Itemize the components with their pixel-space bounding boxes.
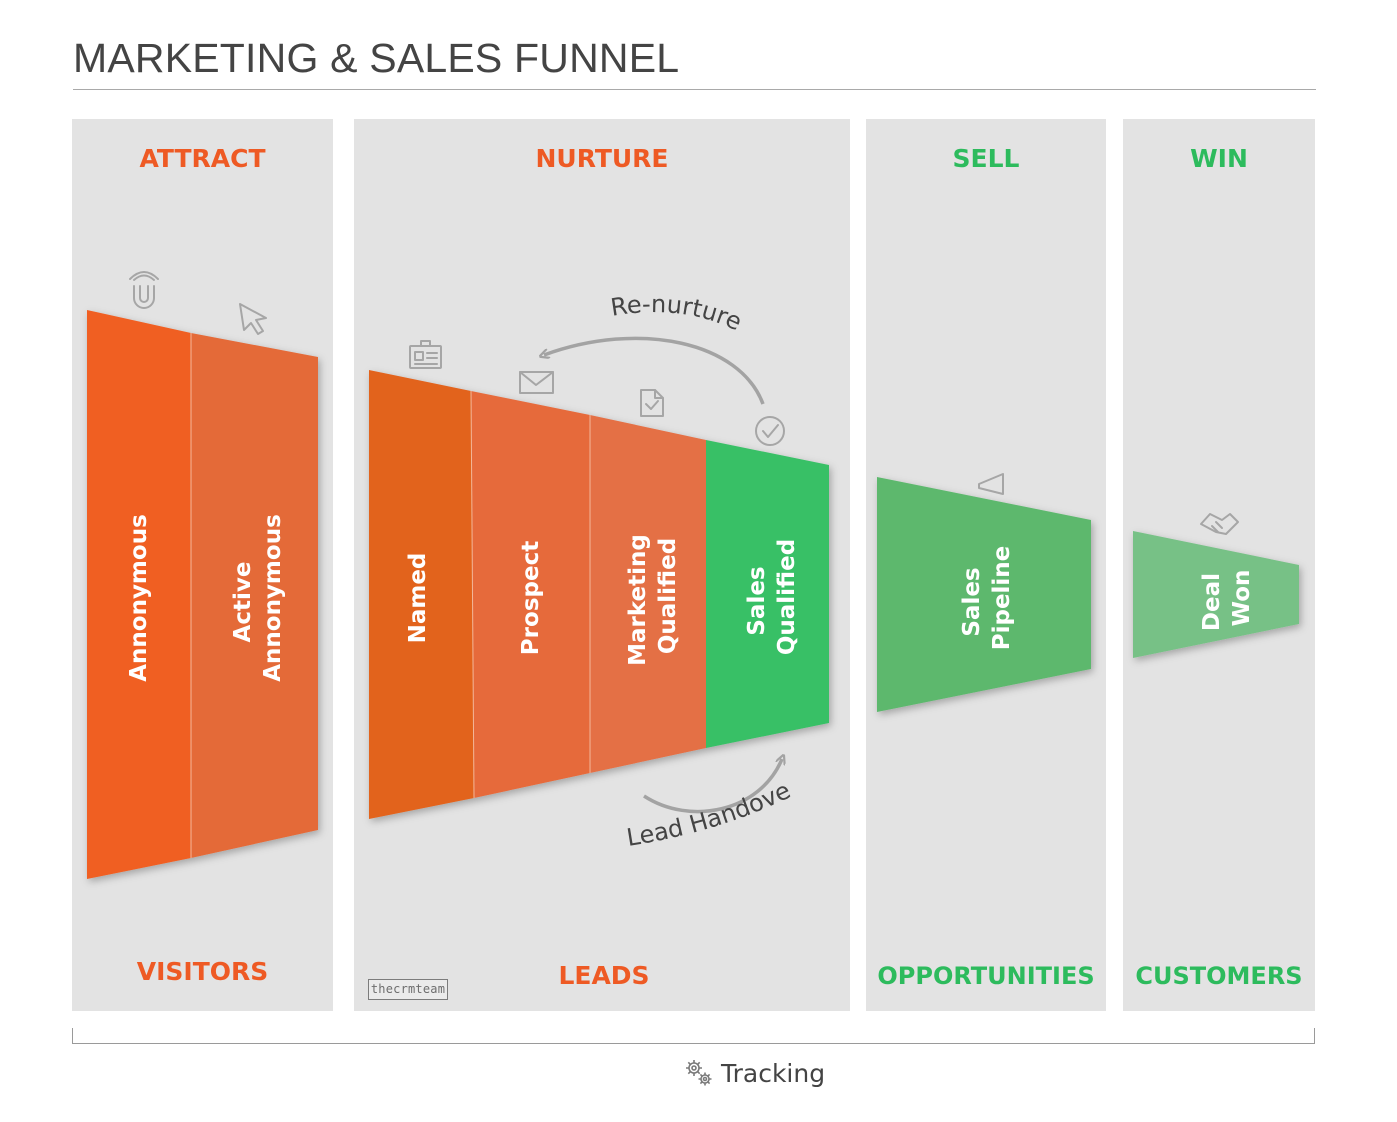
renurture-label: Re-nurture	[609, 290, 746, 336]
tracking-bracket	[72, 1028, 1315, 1044]
funnel-segment-prospect	[471, 391, 590, 798]
funnel-segment-active-annonymous	[191, 333, 318, 858]
thecrmteam-logo: thecrmteam	[368, 979, 448, 1000]
segment-label-marketing-qualified: Marketing Qualified	[625, 526, 681, 666]
segment-label-annonymous: Annonymous	[126, 514, 152, 682]
title-divider	[73, 89, 1316, 90]
page-title: MARKETING & SALES FUNNEL	[73, 35, 680, 81]
segment-label-prospect: Prospect	[518, 541, 544, 655]
stage-footer-opportunities: OPPORTUNITIES	[877, 962, 1095, 990]
stage-footer-leads: LEADS	[558, 961, 650, 990]
funnel-segment-sales-pipeline	[877, 477, 1091, 712]
segment-label-sales-qualified: Sales Qualified	[744, 539, 800, 655]
tracking-caption: Tracking	[683, 1056, 825, 1090]
segment-dividers	[190, 333, 591, 858]
cursor-icon	[239, 303, 267, 335]
megaphone-icon	[978, 473, 1004, 495]
segment-label-active-annonymous: Active Annonymous	[230, 514, 286, 682]
segment-label-deal-won: Deal Won	[1199, 565, 1255, 631]
handshake-icon	[1200, 513, 1239, 535]
stage-label-attract: ATTRACT	[139, 144, 266, 173]
stage-label-sell: SELL	[952, 144, 1020, 173]
check-circle-icon	[755, 416, 785, 446]
tracking-label: Tracking	[721, 1058, 826, 1088]
funnel-segment-annonymous	[87, 310, 191, 879]
segment-label-sales-pipeline: Sales Pipeline	[959, 546, 1015, 651]
stage-label-win: WIN	[1190, 144, 1248, 173]
stage-footer-visitors: VISITORS	[136, 957, 269, 986]
id-card-icon	[409, 340, 442, 369]
renurture-arrow	[544, 336, 765, 405]
handover-arrow	[643, 759, 782, 814]
document-check-icon	[640, 389, 664, 417]
envelope-icon	[519, 371, 554, 394]
magnet-icon	[129, 271, 159, 309]
gears-icon	[686, 1060, 712, 1086]
stage-footer-customers: CUSTOMERS	[1135, 962, 1303, 990]
funnel-segment-named	[369, 370, 474, 819]
funnel-segment-deal-won	[1133, 531, 1299, 658]
segment-label-named: Named	[405, 553, 431, 644]
stage-label-nurture: NURTURE	[535, 144, 669, 173]
funnel-segment-sales-qualified	[706, 440, 829, 748]
funnel-segment-marketing-qualified	[590, 415, 706, 773]
